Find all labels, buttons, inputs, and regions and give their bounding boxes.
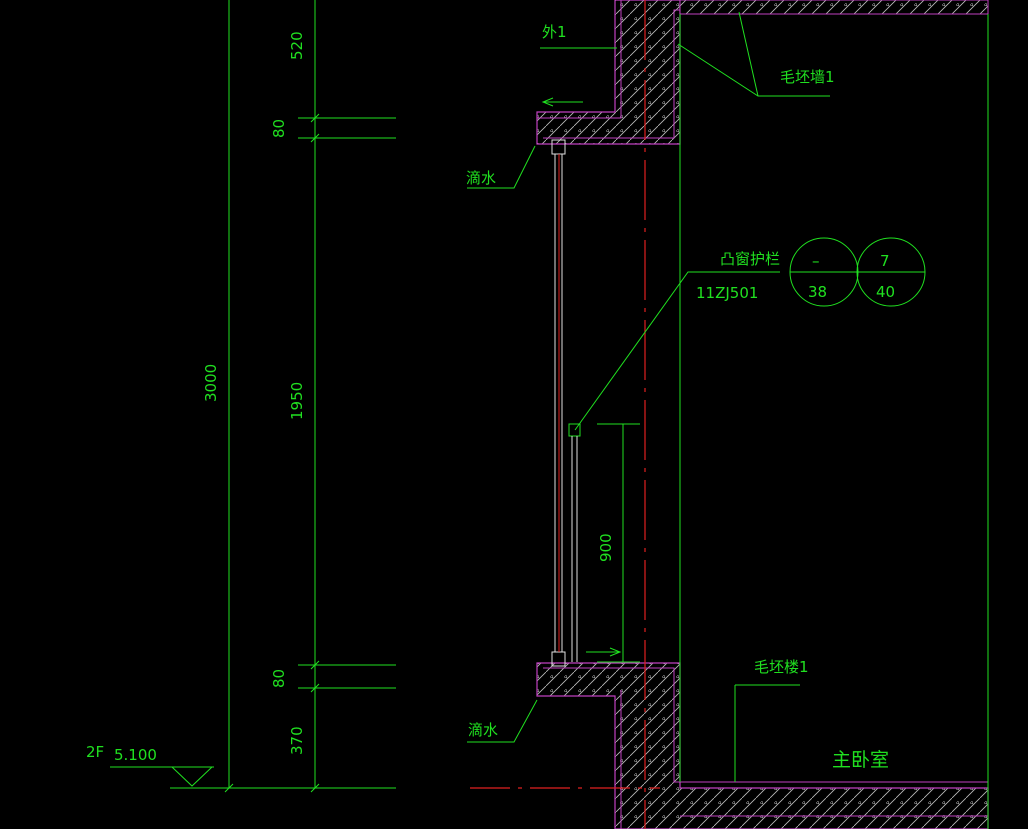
- detail-ref-2: 7 40: [856, 237, 926, 307]
- label-guardrail-ref: 11ZJ501: [696, 284, 758, 302]
- label-guardrail: 凸窗护栏: [720, 250, 780, 268]
- dim-3000: 3000: [202, 364, 220, 402]
- level-marker: 2F 5.100: [86, 743, 214, 787]
- dim-80-bottom: 80: [270, 669, 288, 688]
- label-drip-bottom: 滴水: [468, 721, 498, 739]
- label-rough-floor: 毛坯楼1: [754, 658, 809, 676]
- bay-window-frame: [551, 139, 581, 667]
- label-room: 主卧室: [832, 749, 889, 771]
- upper-slab: [679, 0, 989, 15]
- lower-wall-section: [536, 662, 989, 829]
- direction-arrows: [541, 97, 622, 657]
- dim-1950: 1950: [288, 382, 306, 420]
- detail-ref-2-top: 7: [880, 252, 890, 270]
- level-elevation: 5.100: [114, 746, 157, 764]
- detail-ref-1-top: –: [812, 252, 820, 270]
- label-rough-wall: 毛坯墙1: [780, 68, 835, 86]
- dim-520: 520: [288, 31, 306, 60]
- leader-lines: [467, 11, 830, 782]
- level-floor: 2F: [86, 743, 104, 761]
- dim-900: 900: [597, 533, 615, 562]
- label-drip-top: 滴水: [466, 169, 496, 187]
- room-boundary: [679, 14, 989, 829]
- label-exterior: 外1: [542, 23, 567, 41]
- dim-370: 370: [288, 726, 306, 755]
- detail-ref-2-bottom: 40: [876, 283, 895, 301]
- detail-ref-1: – 38: [789, 237, 859, 307]
- vertical-dimension-lines: [170, 0, 396, 793]
- center-axis: [470, 0, 660, 829]
- detail-ref-1-bottom: 38: [808, 283, 827, 301]
- dim-900-line: [597, 423, 640, 663]
- upper-wall-section: [536, 0, 681, 145]
- dim-80-top: 80: [270, 119, 288, 138]
